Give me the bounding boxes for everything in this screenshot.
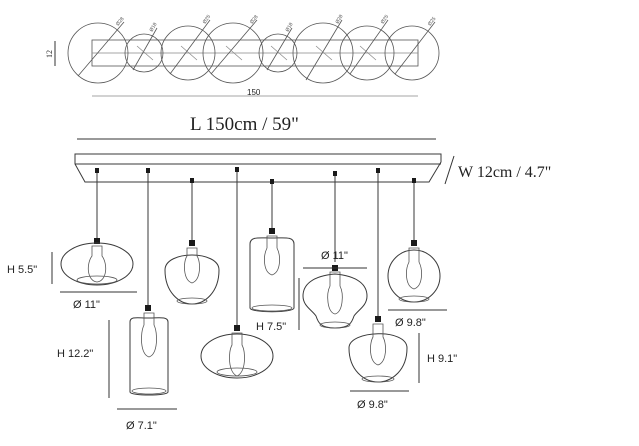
circle-labels: Ø28 Ø18 Ø25 Ø28 Ø18 Ø28 Ø25 Ø25 [115, 14, 438, 33]
width-dimension-label: W 12cm / 4.7" [458, 164, 551, 181]
footprint-circle [67, 22, 129, 84]
p5-height-label: H 7.5" [256, 321, 286, 333]
p2-diameter-label: Ø 7.1" [126, 420, 157, 432]
top-view: Ø28 Ø18 Ø25 Ø28 Ø18 Ø28 Ø25 Ø25 12 150 [45, 14, 440, 97]
circle-label: Ø28 [115, 16, 126, 27]
circle-label: Ø25 [427, 16, 438, 27]
diameter-line [210, 19, 258, 75]
circle-label: Ø28 [335, 14, 345, 25]
diameter-line [132, 27, 158, 71]
diameter-line [266, 27, 293, 71]
circle-footprints [67, 22, 440, 84]
pendant-apple [164, 240, 220, 305]
pendant-cylinder [249, 228, 295, 313]
bulb-icon [264, 235, 280, 276]
footprint-circle [202, 22, 264, 84]
footprint-circle [339, 25, 395, 81]
circle-label: Ø18 [285, 22, 295, 33]
pendant-globe [387, 240, 441, 303]
bulb-icon [184, 247, 200, 284]
pendant-tall-cylinder [129, 305, 169, 396]
footprint-circle [124, 33, 164, 73]
bulb-icon [141, 312, 157, 358]
diameter-line [305, 19, 343, 81]
footprint-circle [258, 33, 298, 73]
pendant-flat-oval [60, 238, 134, 286]
top-width-label: 12 [45, 50, 54, 58]
diagonal-lines [77, 19, 436, 81]
bulb-icon [327, 271, 343, 315]
bulb-icon [229, 332, 245, 377]
diameter-line [349, 19, 389, 75]
canopy-body [74, 153, 442, 183]
footprint-circle [160, 25, 216, 81]
canopy [74, 153, 455, 185]
pendant-low-oval [200, 325, 274, 379]
diameter-line [394, 21, 436, 75]
circle-label: Ø25 [202, 14, 212, 25]
p8-diameter-label: Ø 9.8" [395, 317, 426, 329]
pendant-round-apple [348, 316, 408, 383]
pendant-bell [302, 265, 368, 329]
p1-diameter-label: Ø 11" [73, 299, 100, 311]
top-length-label: 150 [247, 88, 261, 97]
bulb-icon [406, 247, 422, 290]
diameter-line [169, 19, 211, 75]
bulb-icon [370, 323, 386, 366]
circle-label: Ø25 [380, 14, 390, 25]
p6-diameter-label: Ø 11" [321, 250, 348, 262]
p7-height-label: H 9.1" [427, 353, 457, 365]
p7-diameter-label: Ø 9.8" [357, 399, 388, 411]
circle-label: Ø18 [149, 22, 159, 33]
p1-height-label: H 5.5" [7, 264, 37, 276]
length-dimension-label: L 150cm / 59" [190, 114, 299, 135]
p2-height-label: H 12.2" [57, 348, 93, 360]
footprint-circle [384, 25, 440, 81]
circle-label: Ø28 [249, 14, 260, 25]
bulb-icon [87, 245, 107, 283]
footprint-circle [292, 22, 354, 84]
diameter-line [77, 21, 125, 77]
cords [95, 167, 416, 325]
width-dimension-slash [444, 155, 455, 185]
